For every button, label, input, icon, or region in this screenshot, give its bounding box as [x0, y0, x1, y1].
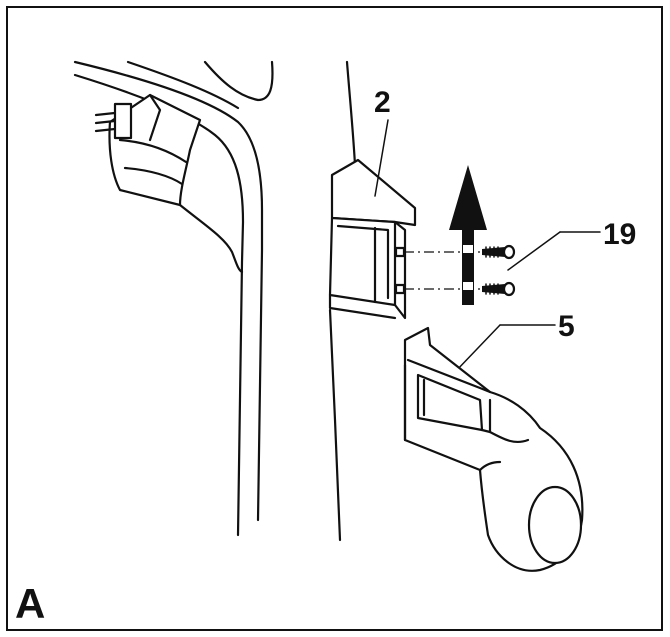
leader-lines — [374, 119, 601, 373]
label-part-2: 2 — [374, 86, 391, 119]
diagram-frame — [6, 6, 663, 631]
housing-outline — [73, 60, 274, 537]
plug-connector — [94, 93, 244, 274]
part-5-handle — [403, 326, 584, 572]
center-body — [328, 60, 357, 542]
screw-icon — [482, 281, 516, 297]
part-2-bracket — [328, 158, 417, 320]
screw-icon — [482, 244, 516, 260]
arrow-up-icon — [449, 165, 487, 305]
label-part-19: 19 — [603, 218, 636, 251]
label-panel-a: A — [15, 580, 45, 627]
label-part-5: 5 — [558, 310, 575, 343]
